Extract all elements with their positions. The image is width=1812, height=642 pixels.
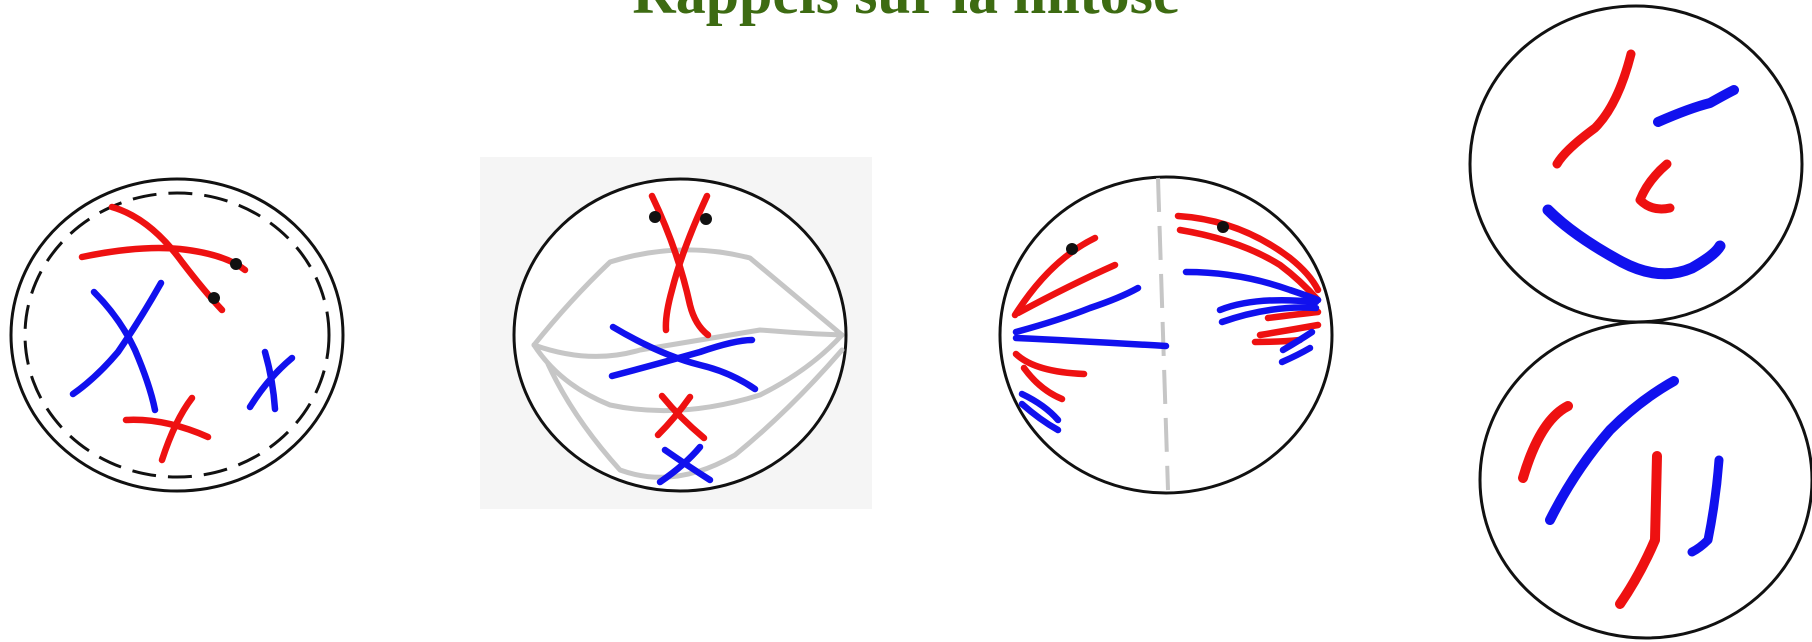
prophase-cell	[11, 179, 343, 491]
telophase-daughter-cells	[1470, 6, 1812, 638]
cell-membrane	[1470, 6, 1802, 322]
chromosome-red	[1557, 54, 1670, 209]
centromere-dot	[649, 211, 661, 223]
chromosome-red-small	[126, 398, 208, 460]
metaphase-cell	[480, 157, 872, 509]
daughter-cell-top	[1470, 6, 1802, 322]
nuclear-envelope	[25, 193, 329, 477]
chromosome-blue	[1550, 381, 1719, 552]
centromere-dot	[208, 292, 220, 304]
cell-equator	[1158, 178, 1168, 490]
centromere-dot	[230, 258, 242, 270]
chromosome-blue-left	[1016, 288, 1166, 430]
cell-membrane	[1480, 322, 1812, 638]
cell-membrane	[11, 179, 343, 491]
centromere-dot	[1066, 243, 1078, 255]
anaphase-cell	[1000, 177, 1332, 493]
centromere-dot	[700, 213, 712, 225]
chromosome-blue-small	[250, 352, 292, 409]
chromosome-red	[1523, 406, 1657, 604]
chromosome-blue	[1548, 90, 1734, 274]
centromere-dot	[1217, 221, 1229, 233]
chromosome-red-large	[82, 207, 245, 310]
daughter-cell-bottom	[1480, 322, 1812, 638]
chromosome-blue-large	[73, 283, 161, 410]
